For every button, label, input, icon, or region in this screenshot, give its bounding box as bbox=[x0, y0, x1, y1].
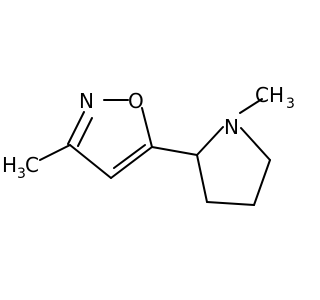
bond-c2prime-n bbox=[196, 126, 224, 156]
bond-n-c3-double-outer bbox=[67, 111, 85, 145]
structure-canvas: N O N H 3 C CH 3 bbox=[2, 83, 295, 206]
atom-label-o-isoxazole: O bbox=[128, 89, 144, 113]
atom-label-n-pyrrolidine: N bbox=[224, 115, 239, 139]
bond-c4-c5-double-inner bbox=[113, 144, 146, 169]
bond-c5-c2prime bbox=[151, 146, 198, 156]
bond-n-c3-double-inner bbox=[77, 117, 93, 147]
atom-label-methyl-left-subscript: 3 bbox=[17, 166, 26, 182]
bond-c3-methyl bbox=[39, 144, 71, 161]
bond-c4-c5-double-outer bbox=[110, 146, 153, 179]
bond-c3prime-c2prime bbox=[196, 154, 208, 203]
atom-label-methyl-left-c: C bbox=[25, 153, 39, 177]
bond-c3-c4 bbox=[69, 144, 112, 179]
bond-n-c5prime bbox=[240, 127, 271, 161]
atom-label-n-isoxazole: N bbox=[79, 89, 94, 113]
atom-label-methyl-left-h: H bbox=[2, 153, 17, 177]
atom-label-methyl-top: CH bbox=[255, 83, 284, 107]
bond-n-methyl bbox=[239, 98, 263, 114]
bond-c4prime-c3prime bbox=[206, 201, 255, 206]
atom-label-methyl-top-subscript: 3 bbox=[286, 96, 295, 112]
bond-c5prime-c4prime bbox=[253, 159, 271, 206]
bond-o-c5 bbox=[141, 107, 153, 148]
molecule-structure-diagram: N O N H 3 C CH 3 bbox=[2, 83, 295, 206]
